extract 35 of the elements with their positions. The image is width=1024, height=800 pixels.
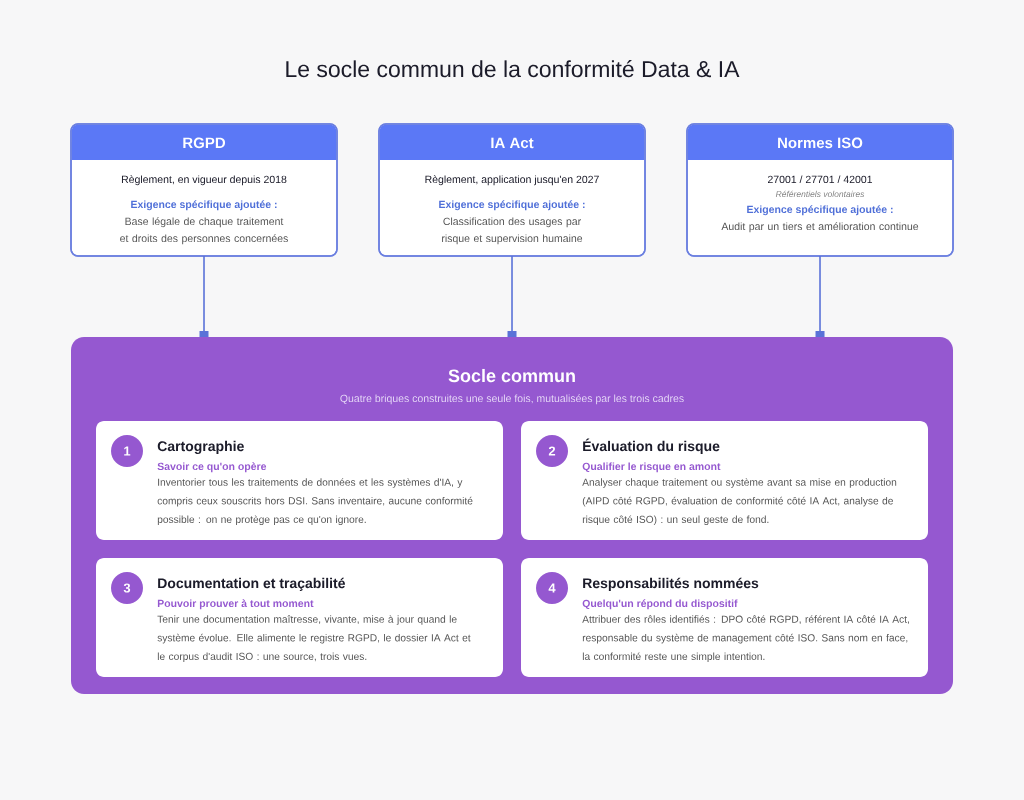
- card-title: Normes ISO: [778, 137, 863, 149]
- number-badge: 4: [536, 572, 568, 604]
- card-subheading: Savoir ce qu'on opère: [157, 462, 267, 473]
- card-subheading: Pouvoir prouver à tout moment: [157, 599, 314, 610]
- card-heading: Documentation et traçabilité: [158, 577, 345, 591]
- card-text: Analyser chaque traitement ou système avant sa mise en production (AIPD côté RGPD, évaluation de conformité côté IA Act, analyse de risque côté ISO) : un seul geste de fond.: [582, 478, 897, 526]
- requirement-text: Base légale de chaque traitement et droits des personnes concernées: [120, 217, 288, 245]
- card-title: IA Act: [491, 137, 534, 149]
- connector: [507, 255, 517, 337]
- requirement-text: Classification des usages par risque et supervision humaine: [442, 217, 583, 245]
- panel-title: Socle commun: [448, 368, 575, 383]
- card-text: Attribuer des rôles identifiés : DPO côté RGPD, référent IA côté IA Act, responsable du système de management côté ISO. Sans nom en face, la conformité reste une simple intention.: [582, 615, 909, 663]
- number-badge: 2: [536, 435, 568, 467]
- description-text: 27001 / 27701 / 42001: [768, 175, 872, 184]
- connector: [199, 255, 209, 337]
- number-badge: 3: [111, 572, 143, 604]
- title: Le socle commun de la conformité Data & IA: [286, 60, 740, 78]
- number-badge: 1: [111, 435, 143, 467]
- card-title: RGPD: [183, 137, 226, 149]
- card-text: Inventorier tous les traitements de données et les systèmes d'IA, y compris ceux souscrits hors DSI. Sans inventaire, aucune conformité possible : on ne protège pas ce qu'on ignore.: [157, 478, 473, 526]
- requirement-heading: Exigence spécifique ajoutée :: [439, 200, 585, 211]
- requirement-heading: Exigence spécifique ajoutée :: [131, 200, 277, 211]
- requirement-text: Audit par un tiers et amélioration continue: [721, 222, 919, 233]
- card-text: Tenir une documentation maîtresse, vivante, mise à jour quand le système évolue. Elle alimente le registre RGPD, le dossier IA Act et le corpus d'audit ISO : une source, trois vues.: [157, 615, 471, 663]
- description-text: Règlement, en vigueur depuis 2018: [122, 175, 287, 186]
- connector: [815, 255, 825, 337]
- panel-subtitle: Quatre briques construites une seule fois, mutualisées par les trois cadres: [340, 394, 684, 405]
- card-heading: Cartographie: [157, 440, 244, 454]
- card-heading: Responsabilités nommées: [583, 577, 759, 591]
- requirement-heading: Exigence spécifique ajoutée :: [747, 205, 893, 216]
- card-heading: Évaluation du risque: [583, 438, 720, 454]
- card-subheading: Qualifier le risque en amont: [582, 462, 721, 473]
- description-text: Règlement, application jusqu'en 2027: [425, 175, 599, 186]
- card-subheading: Quelqu'un répond du dispositif: [582, 599, 738, 610]
- note-text: Référentiels volontaires: [775, 190, 865, 198]
